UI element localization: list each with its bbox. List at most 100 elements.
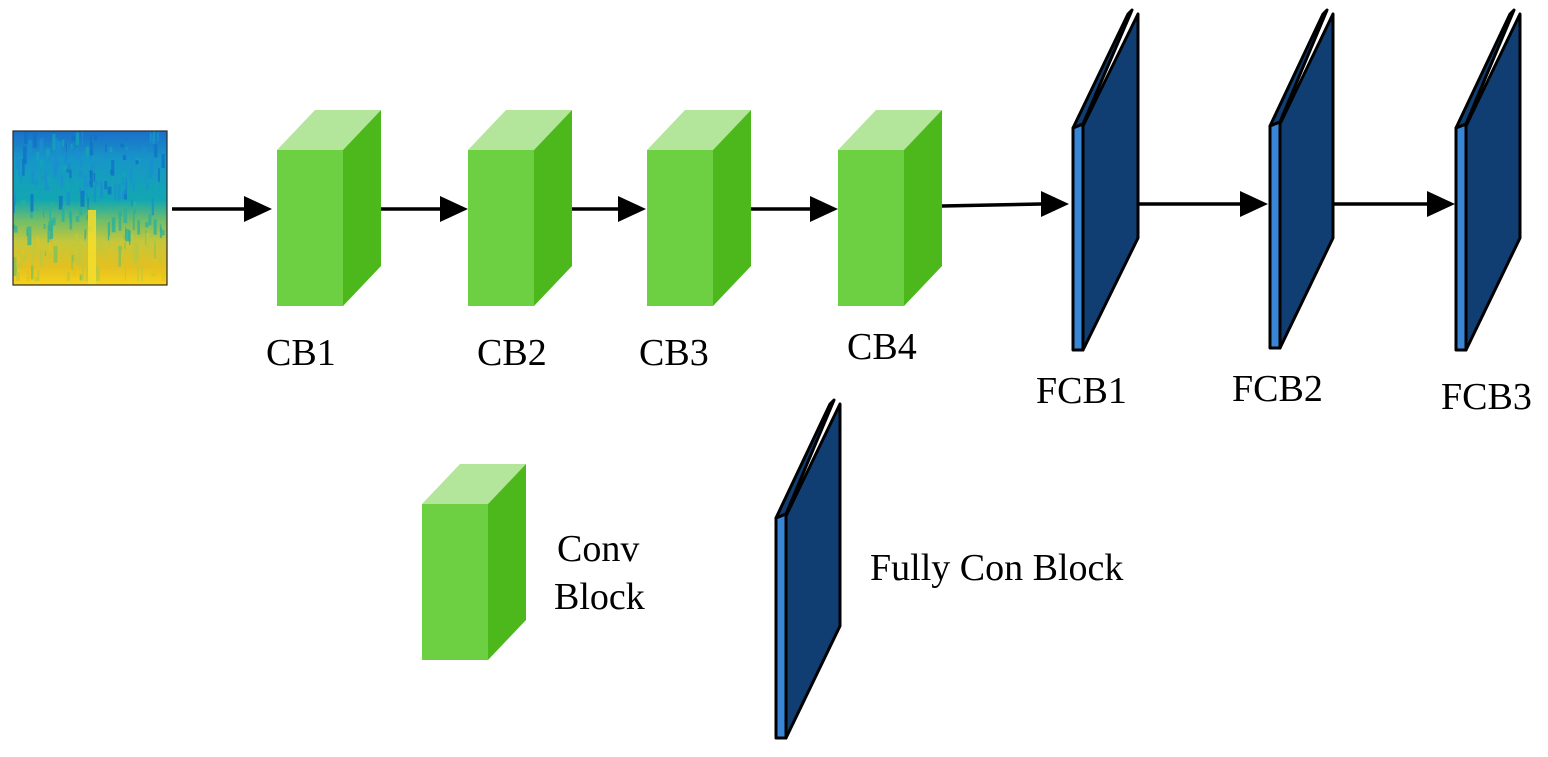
spectrogram-texture [66,191,71,206]
conv-block-4-front [838,150,904,306]
conv-block-2-top [468,110,572,150]
spectrogram-texture [27,226,32,246]
spectrogram-texture [51,217,56,226]
spectrogram-texture [150,133,153,142]
spectrogram-texture [81,244,84,249]
spectrogram-texture [152,140,156,144]
spectrogram-texture [137,265,139,281]
spectrogram-texture [152,158,154,174]
spectrogram-texture [156,132,160,141]
spectrogram-texture [158,259,162,263]
spectrogram-texture [145,233,150,248]
spectrogram-texture [128,230,131,242]
spectrogram-texture [118,211,122,216]
spectrogram-texture [22,254,27,261]
spectrogram-texture [146,182,148,190]
spectrogram-texture [70,144,72,156]
spectrogram-texture [33,164,35,175]
spectrogram-texture [142,147,146,158]
spectrogram-texture [161,229,165,236]
spectrogram-texture [125,229,129,242]
spectrogram-texture [132,182,135,192]
spectrogram-texture [69,210,72,224]
spectrogram-texture [149,160,153,179]
spectrogram-texture [50,219,54,239]
spectrogram-texture [49,155,51,162]
spectrogram-texture [16,272,20,281]
fc-block-3-face [1464,12,1522,352]
spectrogram-texture [80,206,83,215]
spectrogram-texture [23,146,27,164]
spectrogram-texture [31,250,34,268]
conv-block-3 [647,110,751,306]
fcb3-label: FCB3 [1441,376,1532,418]
spectrogram-texture [118,245,122,251]
spectrogram-texture [34,276,39,281]
spectrogram-texture [135,160,139,165]
spectrogram-texture [113,184,117,200]
spectrogram-texture [61,139,65,147]
spectrogram-texture [117,183,121,201]
conv-block-3-top [647,110,751,150]
conv-blocks [277,110,942,306]
spectrogram-texture [153,131,155,142]
spectrogram-texture [84,186,87,199]
spectrogram-texture [53,246,58,263]
spectrogram-texture [33,239,37,252]
legend-conv-block [422,464,526,660]
conv-block-3-front [647,150,713,306]
spectrogram-texture [79,274,82,281]
spectrogram-texture [13,198,15,214]
spectrogram-texture [60,174,64,188]
spectrogram-texture [15,277,20,281]
spectrogram-texture [118,214,122,231]
spectrogram-texture [108,221,111,236]
spectrogram-texture [137,197,142,202]
spectrogram-texture [93,172,96,182]
spectrogram-texture [108,242,112,249]
fc-block-2-left-edge [1268,120,1282,350]
spectrogram-texture [87,197,89,210]
spectrogram-texture [19,249,21,268]
spectrogram-texture [129,151,133,161]
spectrogram-texture [62,165,66,171]
spectrogram-texture [147,166,148,178]
spectrogram-texture [39,149,44,153]
spectrogram-texture [29,154,31,160]
spectrogram-texture [111,217,116,233]
spectrogram-texture [40,249,44,268]
spectrogram-texture [39,138,44,157]
spectrogram-texture [43,224,46,229]
spectrogram-texture [75,188,77,205]
spectrogram-texture [85,146,89,158]
spectrogram-texture [26,227,28,237]
spectrogram-texture [118,249,121,267]
fcb1-label: FCB1 [1036,370,1127,412]
spectrogram-texture [124,266,126,281]
spectrogram-texture [148,214,152,226]
spectrogram-texture [35,262,39,268]
spectrogram-texture [22,159,25,176]
arrow-cb4-fcb1 [941,202,1042,208]
spectrogram-texture [75,216,80,222]
spectrogram-texture [154,241,156,259]
spectrogram-texture [120,143,124,148]
spectrogram-texture [100,258,102,262]
spectrogram-texture [27,139,32,156]
arrowhead-fcb1-fcb2 [1240,191,1268,217]
cb1-label: CB1 [266,332,336,374]
arrowhead-cb4-fcb1 [1041,191,1069,217]
conv-block-4-side [904,110,942,306]
spectrogram-texture [47,176,51,186]
spectrogram-texture [57,140,61,155]
spectrogram-texture [153,258,157,276]
spectrogram-texture [105,143,107,153]
spectrogram-texture [84,229,87,241]
spectrogram-texture [54,138,58,154]
spectrogram-texture [159,268,163,274]
spectrogram-texture [112,204,114,210]
spectrogram-texture [107,222,110,241]
spectrogram-texture [134,241,139,260]
spectrogram-texture [159,186,164,201]
